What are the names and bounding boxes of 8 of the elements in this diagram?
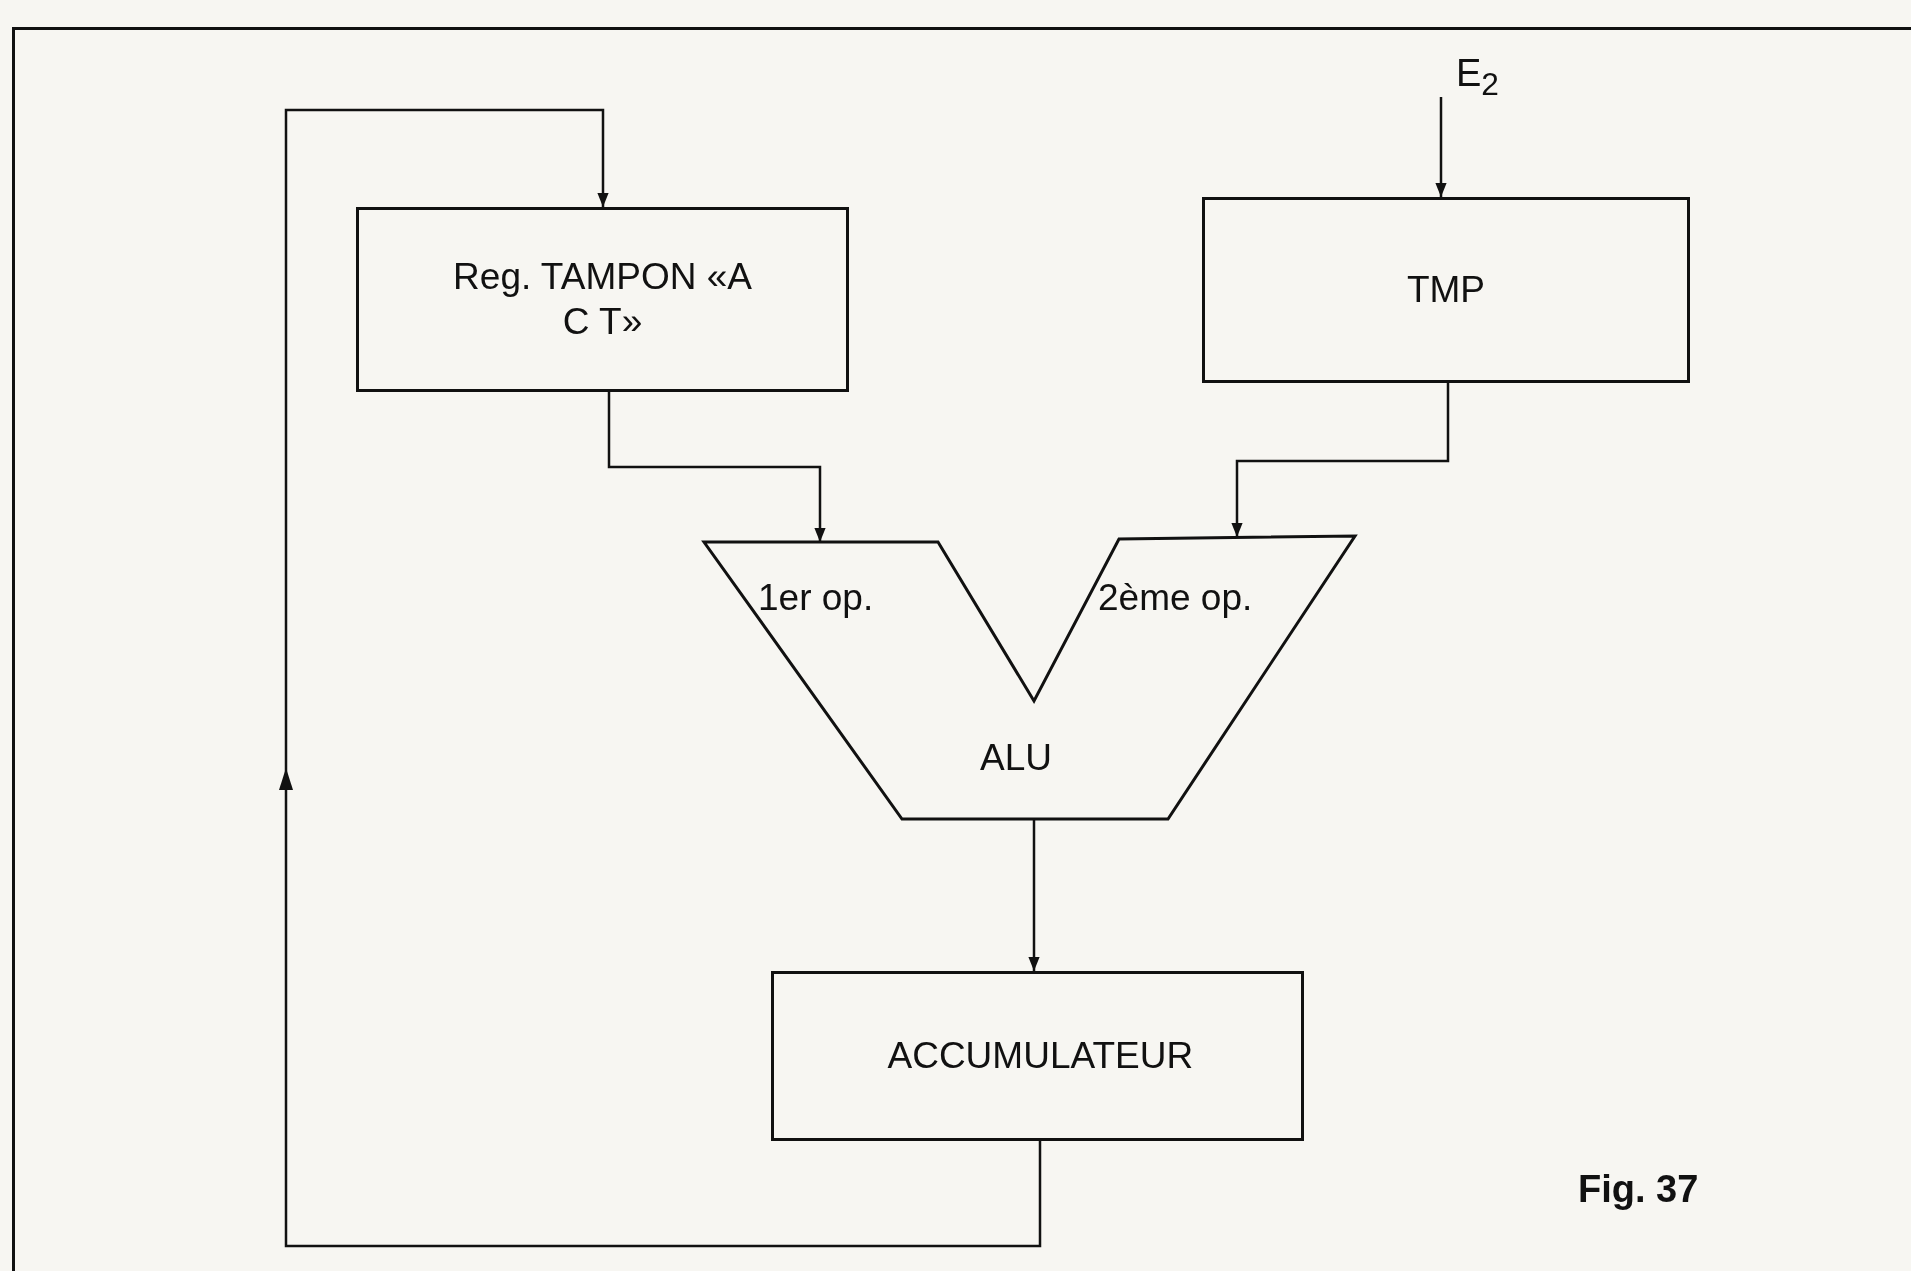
input-label: E$_{2}$ [1456, 52, 1499, 103]
register-box: TMP [1202, 197, 1690, 383]
alu-label: 2ème op. [1098, 577, 1253, 619]
alu-label: ALU [980, 737, 1052, 779]
figure-caption: Fig. 37 [1578, 1168, 1699, 1211]
register-box: ACCUMULATEUR [771, 971, 1304, 1141]
register-box: Reg. TAMPON «A C T» [356, 207, 849, 392]
alu-label: 1er op. [758, 577, 874, 619]
